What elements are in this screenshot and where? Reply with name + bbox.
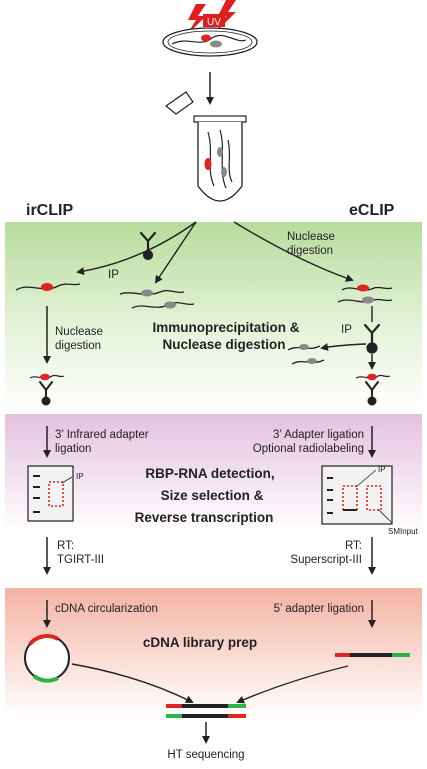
label-nuclease-right-1: Nuclease [287, 231, 335, 243]
header-irclip: irCLIP [26, 202, 73, 219]
label-infrared-2: ligation [55, 443, 91, 455]
label-infrared-1: 3’ Infrared adapter [55, 429, 149, 441]
label-cdna-circularization: cDNA circularization [55, 603, 158, 615]
arrow-linear-to-library [236, 665, 349, 704]
gel-right-ip-label: IP [378, 465, 386, 474]
label-5-adapter-ligation: 5’ adapter ligation [274, 603, 364, 615]
gel-icon [27, 465, 74, 522]
rna-protein-complex-icon [119, 289, 195, 309]
ip-complex-icon [29, 373, 65, 406]
cell-dish-icon [162, 27, 258, 57]
center-label-ip-1: Immunoprecipitation & [152, 320, 299, 335]
label-rt-right-2: Superscript-III [290, 554, 362, 566]
circular-cdna-icon [24, 634, 70, 683]
unbound-rna-icon [287, 344, 325, 365]
antibody-icon [363, 323, 381, 354]
label-ip-left: IP [108, 269, 119, 281]
arrow-circle-to-library [71, 663, 194, 703]
label-nuclease-right-2: digestion [287, 245, 333, 257]
antibody-icon [139, 231, 157, 261]
label-rt-left-1: RT: [57, 540, 74, 552]
rna-protein-complex-icon [15, 283, 81, 291]
center-label-ip-2: Nuclease digestion [162, 337, 285, 352]
label-ip-right: IP [341, 324, 352, 336]
gel-icon [321, 465, 393, 525]
label-rt-left-2: TGIRT-III [57, 554, 104, 566]
center-label-rbp-2: Size selection & [161, 488, 264, 503]
arrow-tube-to-right [233, 221, 354, 282]
double-strand-library-icon [166, 704, 246, 718]
label-adapter-2: Optional radiolabeling [253, 443, 364, 455]
center-label-rbp-1: RBP-RNA detection, [145, 466, 274, 481]
band-immunoprecipitation [5, 222, 422, 410]
arrow-tube-to-ip-left [154, 221, 197, 284]
label-nuclease-left-2: digestion [55, 340, 101, 352]
label-rt-right-1: RT: [345, 540, 362, 552]
center-label-cdna-library: cDNA library prep [143, 635, 257, 650]
label-ht-sequencing: HT sequencing [167, 749, 244, 761]
gel-right-sminput-label: SMInput [388, 527, 419, 536]
arrow-tube-to-left [76, 221, 197, 275]
uv-label: UV [207, 17, 221, 28]
uv-bolt-icon [186, 0, 236, 36]
center-label-rbp-3: Reverse transcription [135, 510, 274, 525]
arrow-ip-unbound [320, 343, 367, 351]
label-adapter-1: 3’ Adapter ligation [273, 429, 364, 441]
label-nuclease-left-1: Nuclease [55, 326, 103, 338]
gel-left-ip-label: IP [76, 472, 84, 481]
ip-complex-icon [355, 373, 391, 406]
header-eclip: eCLIP [349, 202, 395, 219]
tube-icon [164, 91, 247, 202]
rna-protein-complex-icon [337, 284, 393, 304]
